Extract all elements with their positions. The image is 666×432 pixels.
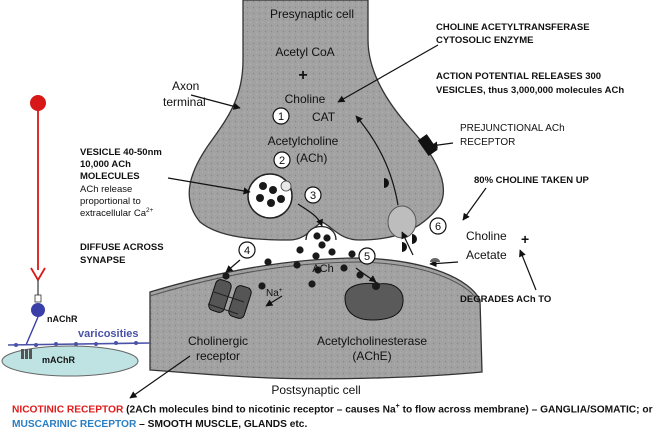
caption-part-2: to flow across membrane) – GANGLIA/SOMAT… [399, 404, 653, 416]
choline-uptake-label: 80% CHOLINE TAKEN UP [474, 175, 590, 186]
step-6: 6 [429, 217, 447, 235]
arrows [129, 44, 537, 399]
acetate-label: Acetate [466, 248, 507, 262]
step-3: 3 [304, 186, 322, 204]
nachr-icon [31, 303, 45, 317]
acetate-symbol [430, 258, 440, 262]
cholinergic-receptor-label-2: receptor [196, 349, 240, 363]
ache-label-1: Acetylcholinesterase [317, 334, 427, 348]
vesicle-label-3: MOLECULES [80, 171, 140, 182]
choline-symbol [384, 178, 389, 188]
ap-releases-label-2: VESICLES, thus 3,000,000 molecules ACh [436, 85, 624, 96]
choline-label-top: Choline [285, 92, 326, 106]
cat-label: CAT [312, 110, 336, 124]
neuron-cell-body [30, 95, 46, 111]
nachr-label: nAChR [47, 314, 78, 324]
step-2: 2 [273, 151, 291, 169]
fusing-vesicle [305, 226, 337, 249]
step-5: 5 [358, 247, 376, 265]
cholinergic-receptor [207, 272, 252, 319]
postsynaptic-cell-shape [149, 257, 483, 380]
caption-part-1: (2ACh molecules bind to nicotinic recept… [123, 404, 396, 416]
prejunctional-label-1: PREJUNCTIONAL ACh [460, 123, 565, 134]
step-1: 1 [272, 107, 290, 125]
ach-molecules [258, 246, 364, 290]
cholinergic-receptor-label-1: Cholinergic [188, 334, 248, 348]
plus-sign-right: + [521, 231, 529, 247]
vesicle-label-4: ACh release [80, 184, 132, 195]
degrades-label: DEGRADES ACh TO [460, 294, 551, 305]
muscarinic-receptor-term: MUSCARINIC RECEPTOR [12, 419, 137, 431]
vesicle-label-2: 10,000 ACh [80, 159, 131, 170]
svg-text:1: 1 [278, 111, 284, 123]
ache-enzyme [344, 282, 404, 321]
prejunctional-receptor [417, 134, 438, 157]
ach-cleft-label: ACh [312, 263, 333, 275]
acetylcholine-label: Acetylcholine [268, 134, 339, 148]
neuron-schematic [1, 95, 151, 377]
cat-enzyme-label-2: CYTOSOLIC ENZYME [436, 35, 533, 46]
ap-releases-label-1: ACTION POTENTIAL RELEASES 300 [436, 71, 601, 82]
ach-paren-label: (ACh) [296, 151, 327, 165]
ache-label-2: (AChE) [352, 349, 391, 363]
vesicle-label-5: proportional to [80, 196, 141, 207]
presynaptic-cell-label: Presynaptic cell [270, 7, 354, 21]
cat-enzyme-label-1: CHOLINE ACETYLTRANSFERASE [436, 22, 590, 33]
choline-label-right: Choline [466, 229, 507, 243]
diffuse-label-2: SYNAPSE [80, 255, 125, 266]
nicotinic-receptor-term: NICOTINIC RECEPTOR [12, 404, 124, 416]
svg-text:2: 2 [279, 155, 285, 167]
svg-text:5: 5 [364, 251, 370, 263]
postsynaptic-membrane-outline [149, 261, 481, 305]
na-label: Na+ [266, 287, 283, 299]
svg-text:6: 6 [435, 221, 441, 233]
caption: NICOTINIC RECEPTOR (2ACh molecules bind … [12, 399, 662, 432]
varicosities-label: varicosities [78, 328, 139, 340]
step-4: 4 [238, 241, 256, 259]
acetyl-coa-label: Acetyl CoA [275, 45, 334, 59]
vesicle-label-6: extracellular Ca2+ [80, 207, 154, 219]
choline-symbol [402, 242, 407, 252]
prejunctional-label-2: RECEPTOR [460, 137, 515, 148]
vesicle-label-1: VESICLE 40-50nm [80, 147, 162, 158]
vesicle [247, 173, 293, 219]
svg-text:4: 4 [244, 245, 250, 257]
svg-text:3: 3 [310, 190, 316, 202]
machr-icon [21, 349, 32, 359]
plus-sign: + [298, 67, 307, 84]
postsynaptic-cell-label: Postsynaptic cell [271, 383, 360, 397]
caption-sup: + [395, 403, 400, 410]
diffuse-label-1: DIFFUSE ACROSS [80, 242, 164, 253]
machr-label: mAChR [42, 355, 75, 365]
caption-part-3: – SMOOTH MUSCLE, GLANDS etc. [136, 419, 308, 431]
axon-terminal-label-1: Axon [172, 79, 199, 93]
choline-symbol [412, 234, 417, 244]
axon-terminal-label-2: terminal [163, 95, 206, 109]
effector-cell [1, 345, 139, 377]
